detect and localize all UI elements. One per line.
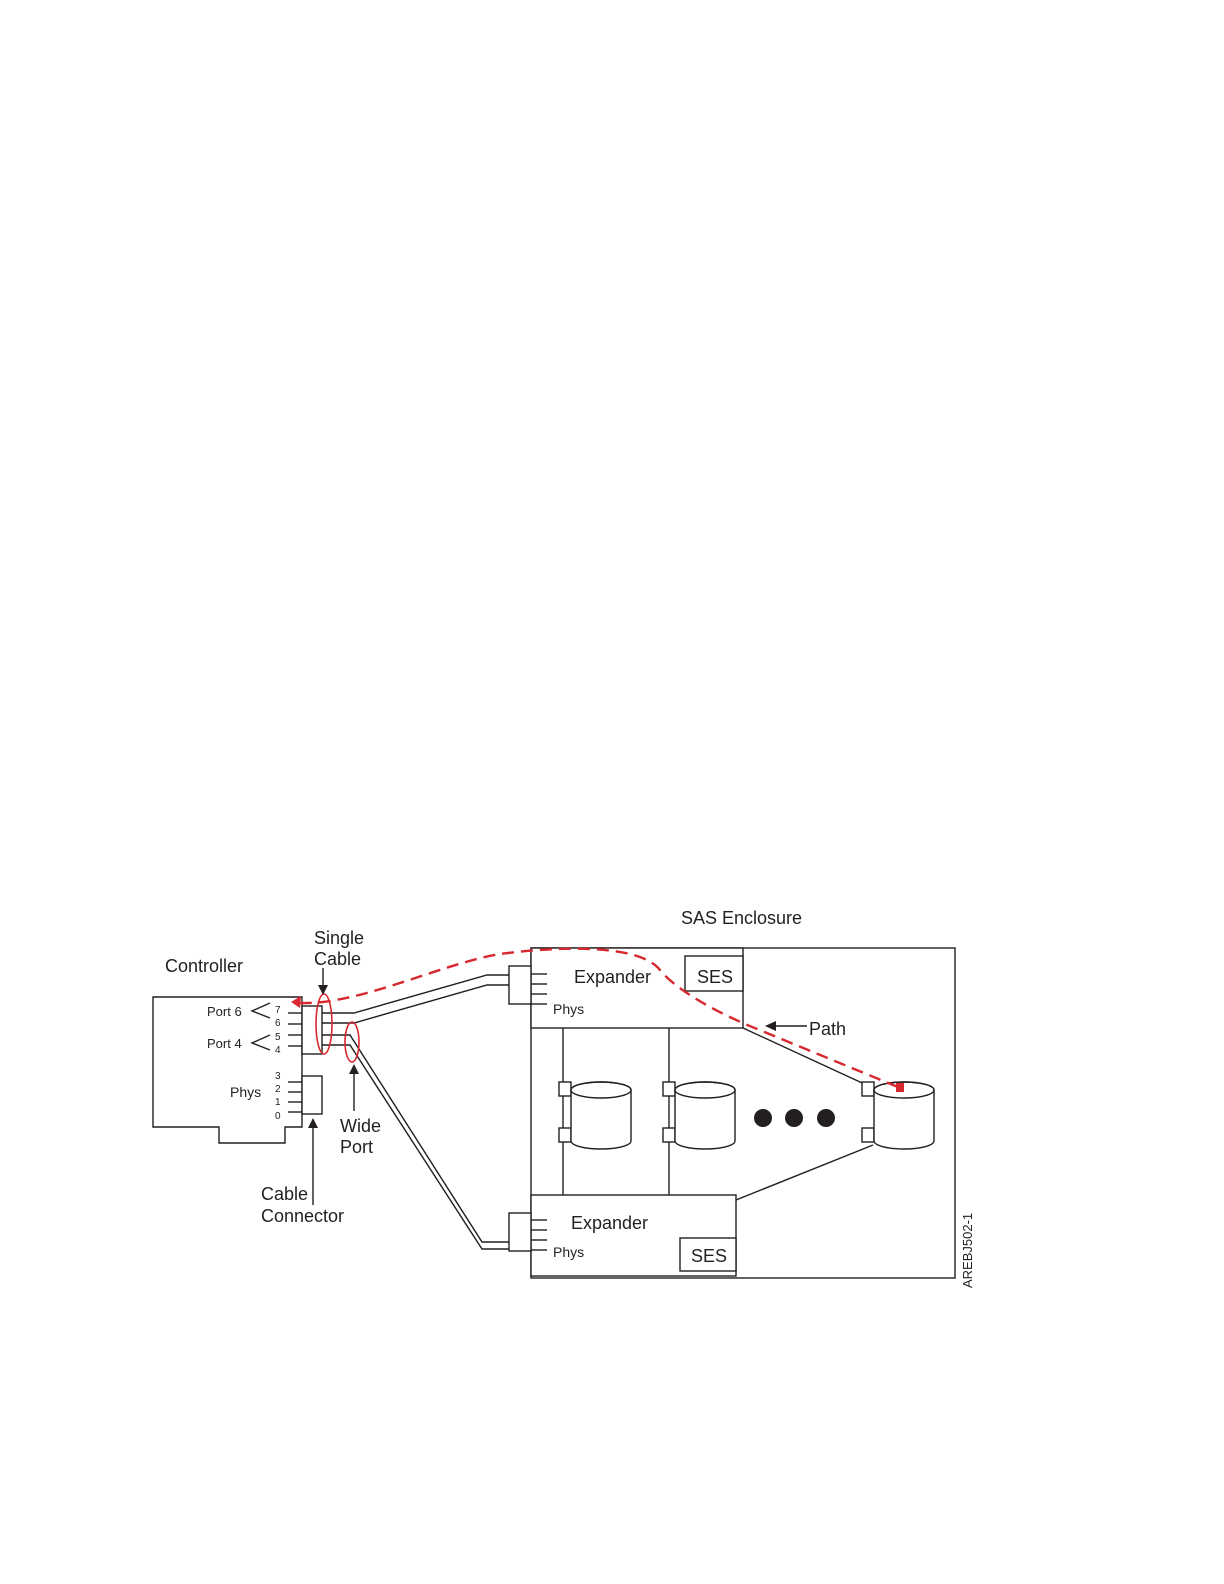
disk-drive <box>663 1082 735 1149</box>
phy-number: 6 <box>275 1018 281 1029</box>
ses-top-label: SES <box>697 967 733 987</box>
phy-number: 3 <box>275 1071 281 1082</box>
path-arrow <box>765 1021 807 1031</box>
phy-number: 7 <box>275 1005 281 1016</box>
wide-port-arrow <box>349 1064 359 1111</box>
path-arrowhead <box>291 996 301 1008</box>
port4-label: Port 4 <box>207 1036 242 1051</box>
single-cable-label-1: Single <box>314 928 364 948</box>
wide-port-label-1: Wide <box>340 1116 381 1136</box>
phy-number: 1 <box>275 1097 281 1108</box>
wide-port-ring <box>345 1022 359 1062</box>
wide-port-label-2: Port <box>340 1137 373 1157</box>
controller-label: Controller <box>165 956 243 976</box>
expander-top <box>509 948 743 1028</box>
expander-bottom-label: Expander <box>571 1213 648 1233</box>
path-endpoint <box>896 1083 904 1092</box>
controller-phys-label: Phys <box>230 1084 261 1100</box>
phy-number: 2 <box>275 1084 281 1095</box>
disk-drive <box>862 1082 934 1149</box>
ses-bottom-label: SES <box>691 1246 727 1266</box>
ellipsis-dots <box>754 1109 835 1127</box>
enclosure-title: SAS Enclosure <box>681 908 802 928</box>
expander-top-phys-label: Phys <box>553 1001 584 1017</box>
cable-to-top-expander <box>322 975 509 1023</box>
phy-number: 0 <box>275 1111 281 1122</box>
single-cable-arrow <box>318 968 328 995</box>
cable-connector-label-1: Cable <box>261 1184 308 1204</box>
disk-drive <box>559 1082 631 1149</box>
phy-number: 4 <box>275 1045 281 1056</box>
port6-label: Port 6 <box>207 1004 242 1019</box>
path-label: Path <box>809 1019 846 1039</box>
cable-connector-arrow <box>308 1118 318 1205</box>
expander-top-label: Expander <box>574 967 651 987</box>
phy-number: 5 <box>275 1032 281 1043</box>
cable-connector-label-2: Connector <box>261 1206 344 1226</box>
single-cable-label-2: Cable <box>314 949 361 969</box>
figure-id: AREBJ502-1 <box>960 1213 975 1288</box>
expander-bottom-phys-label: Phys <box>553 1244 584 1260</box>
